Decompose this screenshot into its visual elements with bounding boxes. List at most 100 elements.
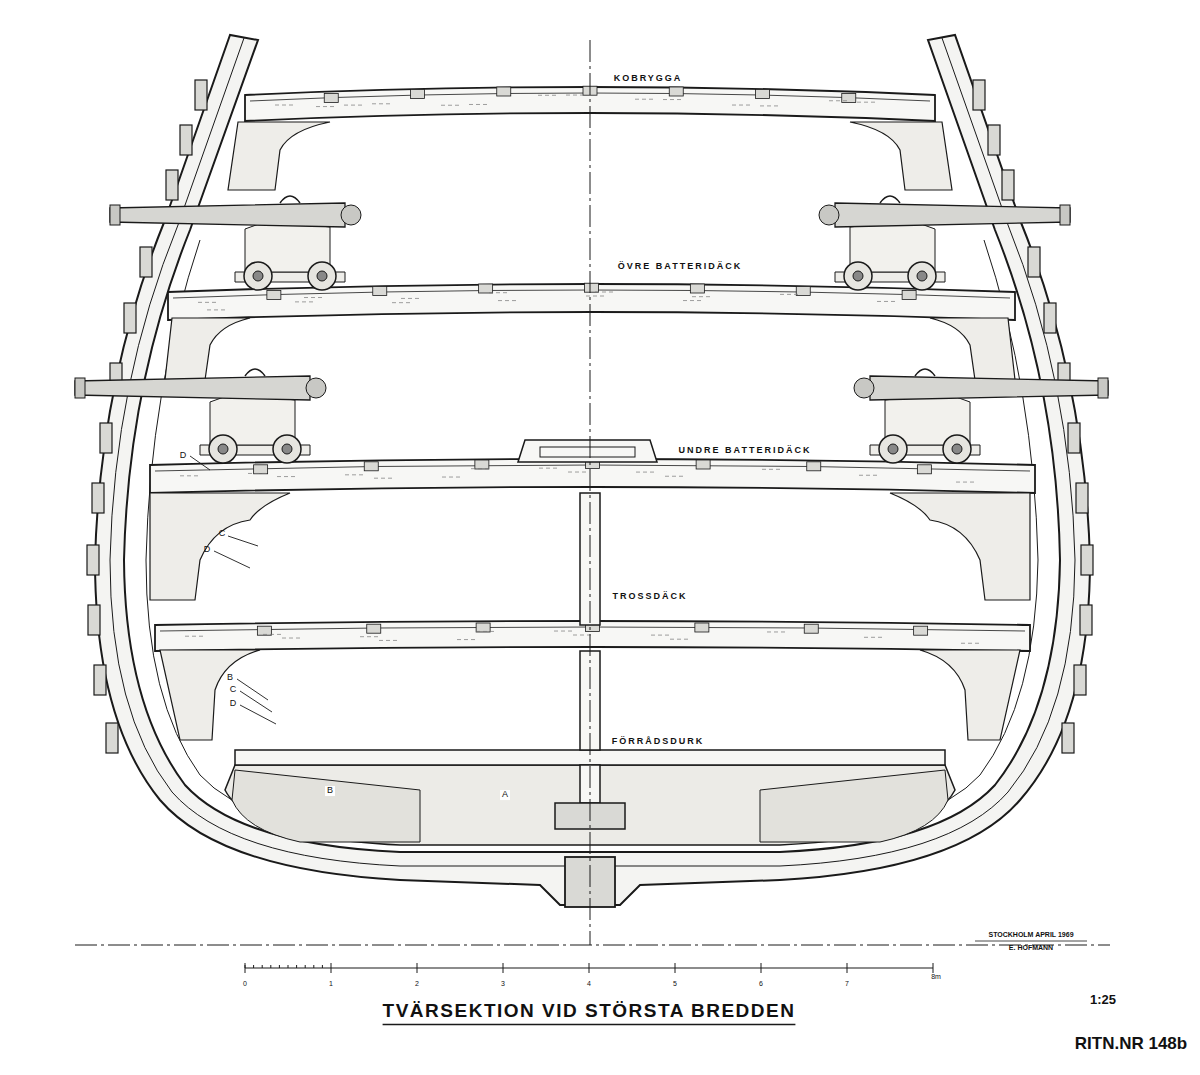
wood-grain — [498, 300, 516, 301]
carling — [364, 462, 378, 471]
wood-grain — [180, 475, 198, 476]
wale-block — [1080, 605, 1092, 635]
carling — [257, 626, 271, 635]
carling — [324, 93, 338, 102]
scale-tick — [279, 965, 280, 968]
scale-number: 7 — [845, 980, 849, 988]
scale-tick — [270, 965, 271, 968]
wood-grain — [568, 472, 586, 473]
scale-number: 3 — [501, 980, 505, 988]
wood-grain — [595, 292, 613, 293]
scale-tick — [253, 965, 254, 968]
deck-beam — [150, 459, 1035, 493]
wale-block — [988, 125, 1000, 155]
floor-wedge — [232, 770, 420, 842]
hull-shell — [95, 35, 1090, 905]
wale-block — [1068, 423, 1080, 453]
carling — [796, 286, 810, 295]
base-line — [75, 945, 1110, 946]
wood-grain — [829, 100, 847, 101]
cannon — [854, 369, 1108, 463]
wood-grain — [961, 643, 979, 644]
scale-tick — [589, 963, 590, 973]
hanging-knee — [850, 122, 952, 190]
hanging-knee — [930, 318, 1015, 380]
deck-name: UNDRE BATTERIDÄCK — [677, 446, 814, 456]
wood-grain — [762, 469, 780, 470]
wood-grain — [401, 298, 419, 299]
carling — [497, 87, 511, 96]
wood-grain — [282, 638, 300, 639]
wood-grain — [379, 640, 397, 641]
scale-number: 6 — [759, 980, 763, 988]
wood-grain — [670, 639, 688, 640]
wood-grain — [732, 105, 750, 106]
scale-tick — [503, 963, 504, 973]
carling — [475, 460, 489, 469]
wale-block — [180, 125, 192, 155]
wale-block — [1062, 723, 1074, 753]
deck-name: TROSSDÄCK — [610, 592, 689, 602]
wood-grain — [275, 105, 293, 106]
wood-grain — [304, 297, 322, 298]
deck-beam — [168, 284, 1015, 320]
wood-grain — [374, 478, 392, 479]
scale-tick — [288, 965, 289, 968]
scale-tick — [313, 965, 314, 968]
carling — [696, 460, 710, 469]
scale-number: 4 — [587, 980, 591, 988]
carling — [902, 290, 916, 299]
scale-tick — [262, 965, 263, 968]
scale-number: 2 — [415, 980, 419, 988]
scale-tick — [847, 963, 848, 973]
wood-grain — [692, 296, 710, 297]
wood-grain — [207, 309, 225, 310]
signature-note: E. HOFMANN — [1009, 944, 1053, 952]
carling — [756, 89, 770, 98]
wood-grain — [956, 482, 974, 483]
wood-grain — [441, 105, 459, 106]
wood-grain — [360, 636, 378, 637]
part-letter: D — [204, 545, 211, 555]
wood-grain — [767, 631, 785, 632]
cannon — [75, 369, 326, 463]
carling — [585, 283, 599, 292]
wale-block — [106, 723, 118, 753]
wale-block — [1074, 665, 1086, 695]
wood-grain — [489, 292, 507, 293]
part-letter: A — [500, 790, 510, 800]
signature-underline — [975, 941, 1087, 942]
cannon — [819, 196, 1070, 290]
wood-grain — [566, 95, 584, 96]
wale-block — [140, 247, 152, 277]
carling — [917, 465, 931, 474]
leader-line — [228, 536, 258, 546]
centre-line — [590, 40, 591, 945]
wood-grain — [248, 473, 266, 474]
wood-grain — [864, 637, 882, 638]
hanging-knee — [150, 493, 290, 600]
wale-block — [92, 483, 104, 513]
wood-grain — [185, 636, 203, 637]
scale-number: 8m — [931, 973, 941, 981]
scale-tick — [245, 965, 246, 968]
wood-grain — [539, 468, 557, 469]
wood-grain — [635, 99, 653, 100]
wale-block — [973, 80, 985, 110]
drawing-number: RITN.NR 148b — [1075, 1035, 1187, 1054]
carling — [367, 624, 381, 633]
wale-block — [166, 170, 178, 200]
scale-tick — [322, 965, 323, 968]
wood-grain — [636, 472, 654, 473]
carling — [479, 284, 493, 293]
leader-line — [190, 456, 210, 470]
title-underline — [383, 1024, 796, 1026]
carling — [373, 286, 387, 295]
wood-grain — [471, 468, 489, 469]
part-letter: C — [219, 529, 226, 539]
wale-block — [1081, 545, 1093, 575]
carling — [914, 626, 928, 635]
wood-grain — [469, 104, 487, 105]
part-letter: D — [180, 451, 187, 461]
wood-grain — [538, 95, 556, 96]
